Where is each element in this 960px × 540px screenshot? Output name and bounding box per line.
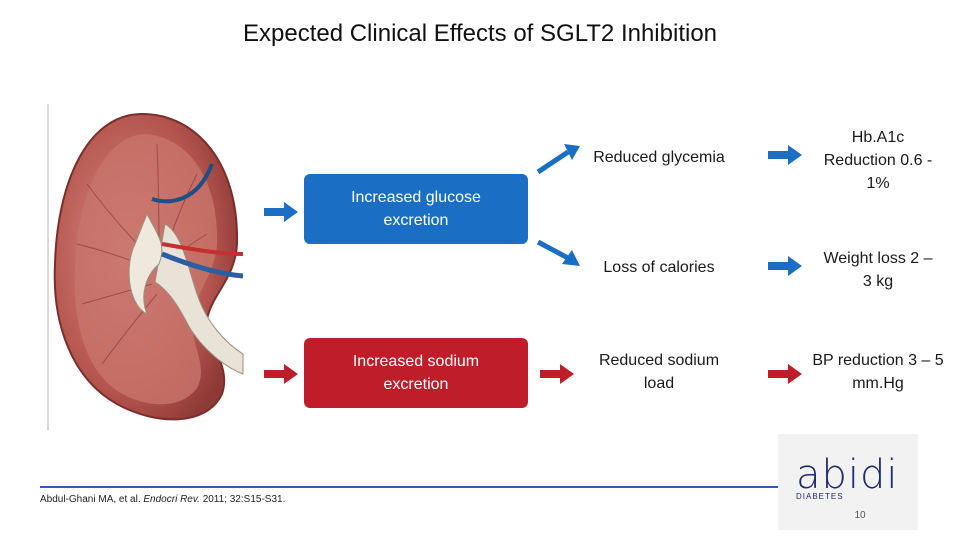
weight-loss-text: Weight loss 2 – 3 kg <box>823 250 933 290</box>
logo-wordmark: abidi <box>796 452 899 498</box>
arrow-glycemia-to-hba1c <box>768 145 802 165</box>
slide-title: Expected Clinical Effects of SGLT2 Inhib… <box>242 20 718 47</box>
arrow-calories-to-weight <box>768 256 802 276</box>
loss-of-calories-text: Loss of calories <box>603 259 715 276</box>
citation-authors: Abdul-Ghani MA, et al. <box>40 494 141 505</box>
footer-rule <box>40 486 778 488</box>
increased-glucose-excretion-box: Increased glucose excretion <box>304 174 528 244</box>
arrow-load-to-bp <box>768 364 802 384</box>
citation: Abdul-Ghani MA, et al. Endocri Rev. 2011… <box>40 494 285 505</box>
increased-sodium-excretion-box: Increased sodium excretion <box>304 338 528 408</box>
hba1c-reduction-text: Hb.A1c Reduction 0.6 - 1% <box>823 129 933 192</box>
page-number: 10 <box>854 510 866 521</box>
arrow-glucose-to-glycemia <box>536 144 580 175</box>
sodium-box-label: Increased sodium excretion <box>352 353 480 393</box>
arrow-kidney-to-sodium <box>264 364 298 384</box>
citation-journal: Endocri Rev. <box>143 494 200 505</box>
arrow-kidney-to-glucose <box>264 202 298 222</box>
citation-details: 2011; 32:S15-S31. <box>202 494 286 505</box>
abidi-diabetes-logo: abidi DIABETES 10 <box>778 434 918 530</box>
arrow-sodium-to-load <box>540 364 574 384</box>
glucose-box-label: Increased glucose excretion <box>351 189 481 229</box>
divider-line <box>47 104 49 430</box>
bp-reduction-text: BP reduction 3 – 5 mm.Hg <box>812 352 944 392</box>
kidney-illustration <box>53 112 244 421</box>
arrow-glucose-to-calories <box>536 239 580 266</box>
logo-subtitle: DIABETES <box>796 492 844 501</box>
reduced-sodium-load-text: Reduced sodium load <box>598 352 720 392</box>
reduced-glycemia-text: Reduced glycemia <box>593 149 725 166</box>
